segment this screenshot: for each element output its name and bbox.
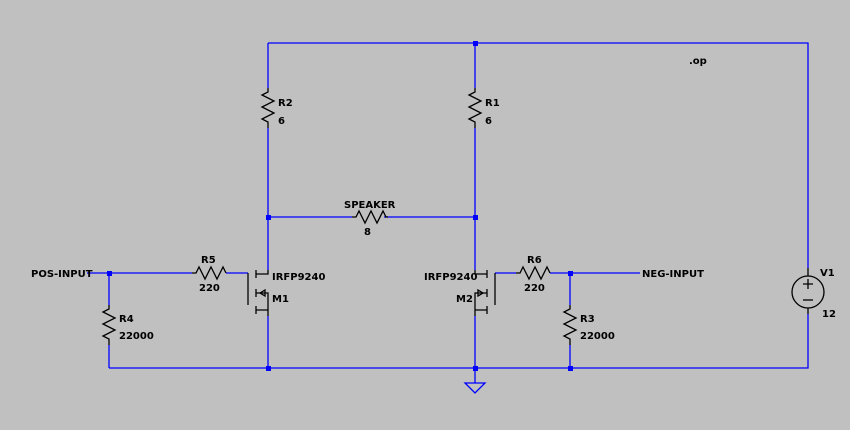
voltage-source-v1[interactable]: V1 12 bbox=[791, 268, 836, 320]
resistor-symbol-icon bbox=[516, 265, 551, 281]
junction-dot bbox=[473, 215, 478, 220]
top-rail-wire bbox=[268, 42, 809, 268]
mosfet-m2[interactable]: IRFP9240 M2 bbox=[424, 270, 496, 316]
r1-value-label: 6 bbox=[485, 116, 492, 127]
speaker-ref-label: SPEAKER bbox=[344, 200, 396, 211]
resistor-symbol-icon bbox=[352, 209, 388, 225]
m1-terminals bbox=[256, 270, 269, 316]
resistor-symbol-icon bbox=[192, 265, 227, 281]
r6-value-label: 220 bbox=[524, 283, 545, 294]
r1-ref-label: R1 bbox=[485, 98, 500, 109]
resistor-symbol-icon bbox=[260, 88, 276, 128]
resistor-r2[interactable]: R2 6 bbox=[260, 88, 293, 128]
v1-ref-label: V1 bbox=[820, 268, 835, 279]
junction-dot bbox=[568, 366, 573, 371]
resistor-symbol-icon bbox=[467, 88, 483, 128]
m1-arrow-icon bbox=[258, 288, 266, 298]
junction-dot bbox=[266, 366, 271, 371]
spice-directive[interactable]: .op bbox=[689, 56, 707, 67]
junctions bbox=[107, 41, 573, 371]
wires bbox=[87, 42, 809, 383]
m1-ref-label: M1 bbox=[272, 294, 289, 305]
resistor-r6[interactable]: R6 220 bbox=[516, 255, 551, 294]
r6-ref-label: R6 bbox=[527, 255, 542, 266]
resistor-speaker[interactable]: SPEAKER 8 bbox=[344, 200, 396, 238]
resistor-r4[interactable]: R4 22000 bbox=[101, 305, 154, 345]
r4-value-label: 22000 bbox=[119, 331, 154, 342]
v1-value-label: 12 bbox=[822, 309, 836, 320]
resistor-r1[interactable]: R1 6 bbox=[467, 88, 500, 128]
r3-value-label: 22000 bbox=[580, 331, 615, 342]
resistor-symbol-icon bbox=[562, 305, 578, 345]
resistor-r3[interactable]: R3 22000 bbox=[562, 305, 615, 345]
r5-ref-label: R5 bbox=[201, 255, 216, 266]
r2-ref-label: R2 bbox=[278, 98, 293, 109]
m2-arrow-icon bbox=[477, 288, 485, 298]
r2-value-label: 6 bbox=[278, 116, 285, 127]
junction-dot bbox=[473, 366, 478, 371]
m1-model-label: IRFP9240 bbox=[272, 272, 325, 283]
junction-dot bbox=[568, 271, 573, 276]
r5-value-label: 220 bbox=[199, 283, 220, 294]
ground-symbol bbox=[463, 382, 487, 394]
m2-model-label: IRFP9240 bbox=[424, 272, 477, 283]
ground-icon bbox=[463, 382, 487, 394]
resistor-symbol-icon bbox=[101, 305, 117, 345]
neg-input-net-label: NEG-INPUT bbox=[642, 269, 704, 280]
junction-dot bbox=[473, 41, 478, 46]
m2-ref-label: M2 bbox=[456, 294, 473, 305]
pos-input-net-label: POS-INPUT bbox=[31, 269, 93, 280]
r3-ref-label: R3 bbox=[580, 314, 595, 325]
speaker-value-label: 8 bbox=[364, 227, 371, 238]
junction-dot bbox=[107, 271, 112, 276]
resistor-r5[interactable]: R5 220 bbox=[192, 255, 227, 294]
mosfet-m1[interactable]: IRFP9240 M1 bbox=[247, 270, 325, 316]
r4-ref-label: R4 bbox=[119, 314, 134, 325]
plus-sign-icon bbox=[803, 279, 813, 289]
junction-dot bbox=[266, 215, 271, 220]
ground-rail-wire bbox=[109, 314, 809, 369]
